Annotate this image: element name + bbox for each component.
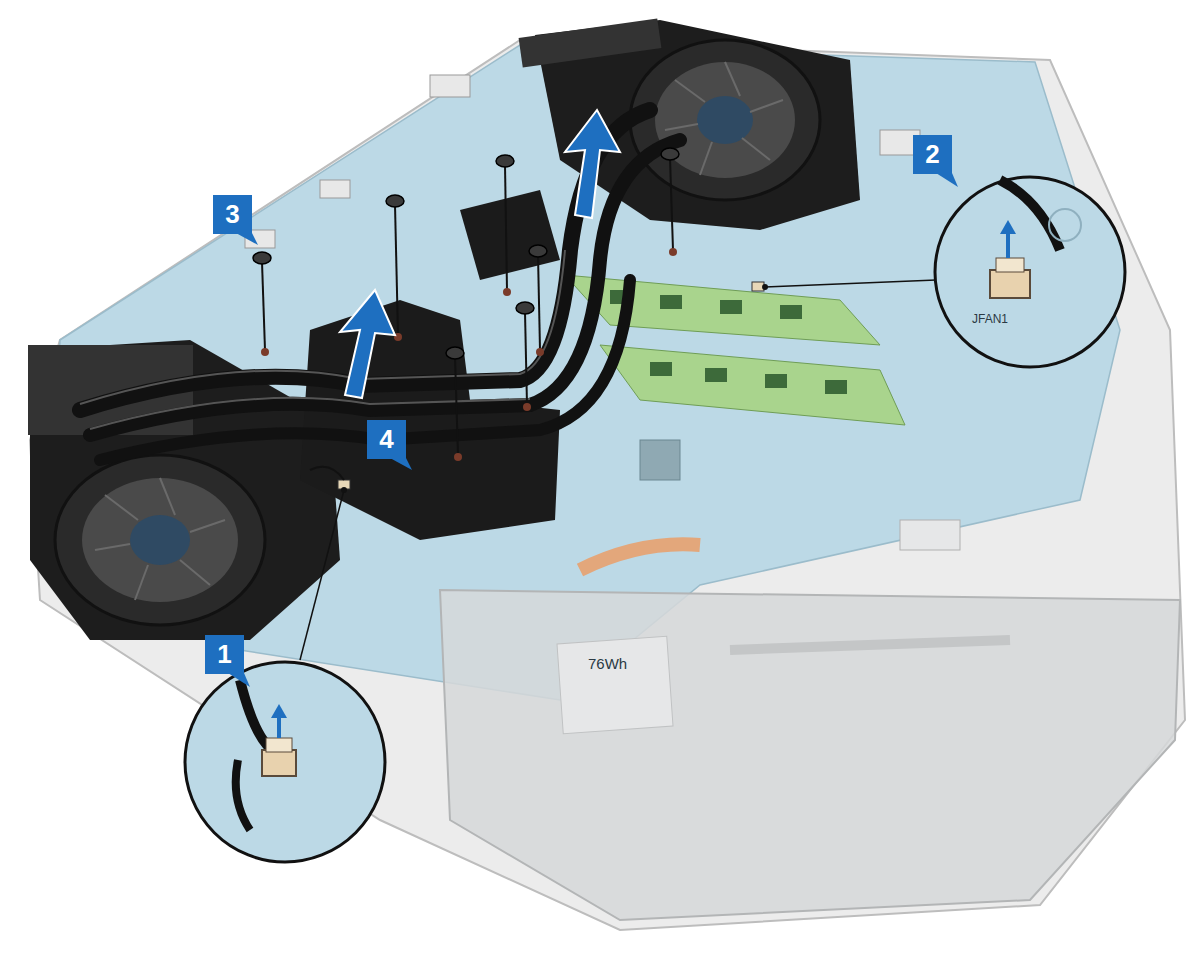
callout-number: 3 xyxy=(213,195,252,233)
callout-number: 1 xyxy=(205,635,244,673)
battery-rating: 76Wh xyxy=(588,655,627,672)
callout-number: 4 xyxy=(367,420,406,458)
connector-label: JFAN1 xyxy=(972,312,1008,326)
callout-number: 2 xyxy=(913,135,952,173)
